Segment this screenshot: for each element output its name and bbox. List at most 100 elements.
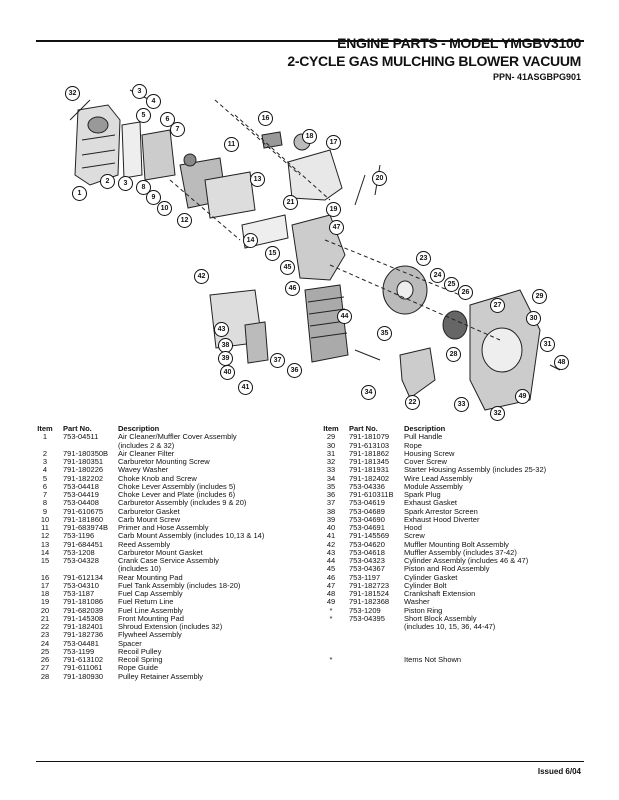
callout-28: 28 [446, 347, 461, 362]
page-title: ENGINE PARTS - MODEL YMGBV3100 [337, 35, 581, 51]
description-cell: Cover Screw [404, 457, 447, 466]
item-cell: 5 [42, 473, 48, 483]
part-number-cell: 753-1187 [63, 589, 95, 598]
description-cell: Rope [404, 440, 422, 450]
item-cell: 47 [326, 580, 336, 590]
callout-5: 5 [136, 108, 151, 123]
part-number-cell: 753-1197 [349, 572, 381, 582]
description-cell: Air Cleaner Filter [118, 448, 175, 458]
description-cell: Flywheel Assembly [118, 630, 182, 640]
description-cell: Air Cleaner/Muffler Cover Assembly [118, 432, 237, 442]
description-cell: Recoil Pulley [118, 646, 162, 656]
table-header: Item Part No. Description [322, 424, 592, 433]
part-number-cell: 753-1208 [63, 547, 95, 557]
part-number-cell: 791-182402 [349, 473, 390, 483]
item-cell: 9 [42, 506, 48, 516]
item-cell: 15 [40, 556, 50, 565]
item-cell: 43 [326, 547, 336, 557]
item-cell: 40 [326, 523, 336, 532]
callout-23: 23 [416, 251, 431, 266]
description-cell: Fuel Cap Assembly [118, 589, 183, 598]
item-cell: 32 [326, 457, 336, 466]
table-row: 21 791-145308 Front Mounting Pad [36, 613, 306, 623]
callout-12: 12 [177, 213, 192, 228]
item-cell: 38 [326, 506, 336, 516]
part-number-cell: 791-181860 [63, 514, 104, 524]
part-number-cell: 791-613102 [63, 655, 104, 664]
part-number-cell: 753-04691 [349, 523, 385, 532]
part-number-cell: 753-1196 [63, 531, 95, 541]
issued-date: Issued 6/04 [537, 767, 581, 776]
item-cell: * [329, 605, 333, 615]
description-cell: Front Mounting Pad [118, 613, 184, 623]
col-item-header: Item [323, 424, 339, 433]
item-cell: 36 [326, 490, 336, 499]
callout-2: 2 [100, 174, 115, 189]
description-cell: Muffler Mounting Bolt Assembly [404, 539, 509, 549]
callout-41: 41 [238, 380, 253, 395]
description-cell: Fuel Return Line [118, 597, 174, 607]
description-cell: Piston Ring [404, 605, 443, 615]
description-cell: Pull Handle [404, 432, 443, 442]
description-cell: Spacer [118, 638, 142, 648]
item-cell: 21 [40, 613, 50, 623]
part-number-cell: 753-04419 [63, 490, 99, 499]
description-cell: Piston and Rod Assembly [404, 564, 490, 574]
col-part-header: Part No. [63, 424, 92, 433]
part-number-cell: 791-612134 [63, 572, 104, 582]
description-cell: Spark Arrestor Screen [404, 506, 478, 516]
table-row: 16 791-612134 Rear Mounting Pad [36, 572, 306, 582]
part-number-cell: 791-610311B [349, 490, 394, 499]
item-cell: 22 [40, 622, 50, 631]
item-cell: 48 [326, 589, 336, 598]
callout-4: 4 [146, 94, 161, 109]
callout-24: 24 [430, 268, 445, 283]
description-cell: Exhaust Hood Diverter [404, 514, 480, 524]
description-cell: Wavey Washer [118, 465, 169, 475]
callout-14: 14 [243, 233, 258, 248]
part-number-cell: 791-182723 [349, 580, 390, 590]
part-number-cell: 791-181524 [349, 589, 390, 598]
part-number-cell: 791-613103 [349, 440, 390, 450]
description-cell: Rear Mounting Pad [118, 572, 183, 582]
item-cell: 16 [40, 572, 50, 582]
part-number-cell: 791-145308 [63, 613, 104, 623]
description-cell: Recoil Spring [118, 655, 163, 664]
description-cell: Screw [404, 531, 425, 541]
part-number-cell: 791-610675 [63, 506, 104, 516]
description-cell: Short Block Assembly [404, 613, 477, 623]
part-number-cell: 753-04619 [349, 498, 385, 508]
description-cell: (includes 2 & 32) [118, 440, 175, 450]
description-cell: Fuel Tank Assembly (includes 18-20) [118, 580, 241, 590]
description-cell: Exhaust Gasket [404, 498, 457, 508]
part-number-cell: 753-04323 [349, 556, 385, 565]
part-number-cell: 791-180350B [63, 448, 109, 458]
callout-21: 21 [283, 195, 298, 210]
table-row [322, 631, 592, 639]
item-cell: 39 [326, 514, 336, 524]
item-cell: 25 [40, 646, 50, 656]
callout-32b: 32 [490, 406, 505, 421]
description-cell: Carburetor Gasket [118, 506, 180, 516]
item-cell: 44 [326, 556, 336, 565]
description-cell: Pulley Retainer Assembly [118, 671, 204, 681]
description-cell: Primer and Hose Assembly [118, 523, 209, 532]
part-number-cell: 753-04336 [349, 481, 385, 491]
